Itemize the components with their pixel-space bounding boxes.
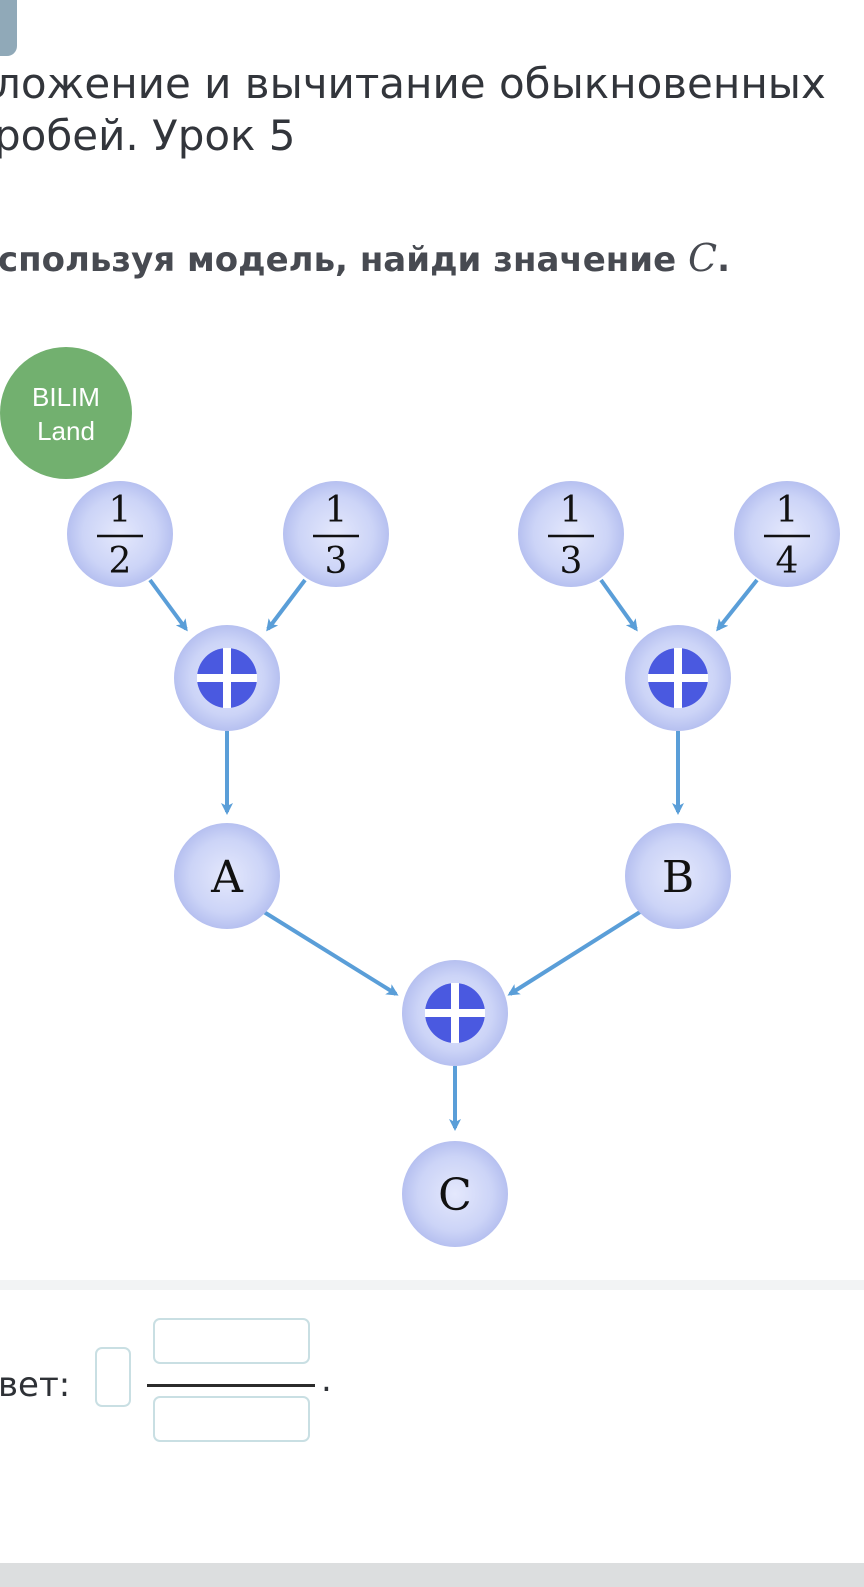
logo-line1: BILIM	[32, 382, 100, 412]
answer-label: вет:	[0, 1365, 71, 1405]
top-tab[interactable]	[0, 0, 17, 56]
plus-icon	[425, 983, 485, 1043]
input-node-4-denominator: 4	[776, 541, 799, 582]
fraction-bar	[147, 1384, 315, 1387]
input-node-3-numerator: 1	[560, 490, 583, 531]
input-node-1-denominator: 2	[109, 541, 132, 582]
arrow-input1-to-plus1	[148, 578, 188, 632]
input-node-2: 1 3	[283, 481, 389, 587]
answer-period: .	[321, 1360, 332, 1400]
answer-numerator-input[interactable]	[153, 1318, 310, 1364]
arrow-input2-to-plus1	[266, 578, 307, 632]
input-node-3-denominator: 3	[560, 541, 583, 582]
bottom-bar	[0, 1563, 864, 1587]
plus-node-3	[402, 960, 508, 1066]
node-a: A	[174, 823, 280, 929]
arrow-a-to-plus3	[262, 910, 399, 996]
node-b-label: B	[662, 852, 694, 903]
answer-denominator-input[interactable]	[153, 1396, 310, 1442]
input-node-1: 1 2	[67, 481, 173, 587]
node-c: C	[402, 1141, 508, 1247]
task-prompt: спользуя модель, найди значение C.	[0, 236, 730, 280]
input-node-2-denominator: 3	[325, 541, 348, 582]
input-node-3: 1 3	[518, 481, 624, 587]
plus-node-2	[625, 625, 731, 731]
answer-panel	[0, 1280, 864, 1574]
arrow-b-to-plus3	[507, 910, 642, 996]
node-a-label: A	[210, 852, 244, 903]
task-prompt-text: спользуя модель, найди значение	[0, 240, 688, 280]
plus-node-1	[174, 625, 280, 731]
plus-icon	[197, 648, 257, 708]
input-node-2-numerator: 1	[325, 490, 348, 531]
node-b: B	[625, 823, 731, 929]
task-variable: C	[688, 236, 718, 280]
arrow-input4-to-plus2	[716, 578, 759, 632]
answer-whole-input[interactable]	[95, 1347, 131, 1407]
arrow-input3-to-plus2	[599, 578, 638, 632]
bilimland-logo: BILIM Land	[0, 347, 132, 479]
lesson-title: ложение и вычитание обыкновенных робей. …	[0, 59, 826, 160]
input-node-4: 1 4	[734, 481, 840, 587]
node-c-label: C	[438, 1170, 472, 1221]
input-node-1-numerator: 1	[109, 490, 132, 531]
input-node-4-numerator: 1	[776, 490, 799, 531]
logo-line2: Land	[37, 416, 95, 446]
task-suffix: .	[717, 240, 730, 280]
plus-icon	[648, 648, 708, 708]
fraction-model-diagram: 1 2 1 3 1 3 1 4	[67, 481, 840, 1247]
